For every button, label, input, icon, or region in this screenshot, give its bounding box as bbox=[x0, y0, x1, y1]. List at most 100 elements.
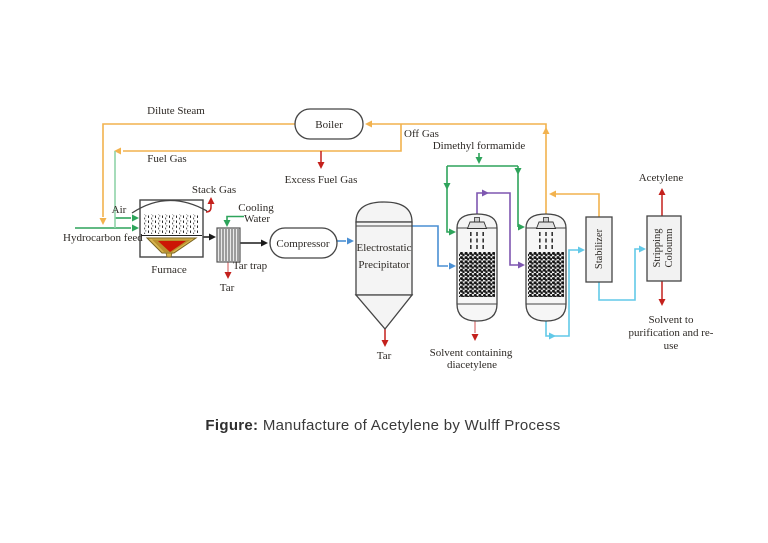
label-excess-fuel-gas: Excess Fuel Gas bbox=[285, 174, 358, 186]
label-solvent-reuse-line3: use bbox=[664, 340, 679, 352]
label-tar-trap-tar: Tar bbox=[220, 282, 235, 294]
stack-gas-line bbox=[205, 204, 212, 213]
arrow-stabilizer-overhead-left bbox=[549, 190, 556, 198]
boiler-vessel: Boiler bbox=[294, 108, 364, 140]
label-tar-trap: Tar trap bbox=[233, 260, 268, 272]
stabilizer-overhead-line bbox=[556, 193, 600, 217]
cyan-arrowheads bbox=[549, 245, 646, 340]
dmf-left-branch-line bbox=[446, 166, 449, 233]
absorber1-packed-bed bbox=[459, 252, 495, 297]
arrow-solvent-diacetylene bbox=[471, 334, 479, 341]
label-solvent-reuse-line2: purification and re- bbox=[629, 327, 714, 339]
arrow-excess-fuel-gas bbox=[317, 162, 325, 169]
purple-arrowheads bbox=[482, 189, 525, 269]
arrow-cyan-mid bbox=[549, 332, 556, 340]
stabilizer-bottoms-line bbox=[598, 248, 639, 301]
esp-label-line1: Electrostatic bbox=[357, 242, 412, 254]
stripping-column-label-line2: Coloumn bbox=[664, 228, 675, 268]
label-cooling-water-line2: Water bbox=[244, 213, 270, 225]
blue-stream-lines bbox=[337, 225, 448, 267]
absorber2-spray-nozzle bbox=[535, 217, 557, 249]
esp-body bbox=[355, 221, 413, 296]
stabilizer-vessel: Stabilizer bbox=[585, 216, 613, 283]
arrow-into-absorber1 bbox=[449, 262, 456, 270]
compressor-vessel: Compressor bbox=[269, 227, 338, 259]
furnace-vessel bbox=[131, 199, 208, 258]
arrow-into-compressor bbox=[261, 239, 268, 247]
arrow-dmf-into-absorber2 bbox=[518, 223, 525, 231]
esp-label-line2: Precipitator bbox=[358, 259, 410, 271]
esp-dome bbox=[355, 201, 413, 223]
absorber2-vessel bbox=[525, 213, 567, 322]
arrow-into-stripping-column bbox=[639, 245, 646, 253]
red-arrowheads bbox=[207, 162, 666, 347]
arrow-into-tartrap bbox=[209, 233, 216, 241]
fuel-gas-line bbox=[123, 124, 402, 152]
arrow-purple-into-absorber2 bbox=[518, 261, 525, 269]
red-stream-lines bbox=[205, 151, 663, 340]
label-stack-gas: Stack Gas bbox=[192, 184, 236, 196]
esp-cone bbox=[354, 294, 414, 331]
absorber2-packed-bed bbox=[528, 252, 564, 297]
figure-caption-text: Manufacture of Acetylene by Wulff Proces… bbox=[258, 417, 560, 434]
arrow-into-stabilizer bbox=[578, 246, 585, 254]
arrow-dilute-steam-down bbox=[99, 218, 107, 225]
green-stream-lines bbox=[75, 153, 519, 233]
furnace-dome-arc bbox=[131, 199, 208, 214]
arrow-dmf-down bbox=[475, 157, 483, 164]
arrow-into-esp bbox=[347, 237, 354, 245]
electrostatic-precipitator-vessel: Electrostatic Precipitator bbox=[354, 201, 414, 331]
cooling-water-line bbox=[226, 215, 244, 220]
stabilizer-label: Stabilizer bbox=[594, 228, 605, 269]
tar-trap-vessel bbox=[216, 227, 241, 263]
arrow-solvent-reuse-down bbox=[658, 299, 666, 306]
esp-to-absorber1-line bbox=[412, 225, 448, 267]
furnace-flame bbox=[158, 241, 186, 252]
label-dimethyl-formamide: Dimethyl formamide bbox=[433, 140, 526, 152]
label-furnace: Furnace bbox=[151, 264, 187, 276]
arrow-feed-into-furnace bbox=[132, 224, 139, 232]
arrow-fuel-gas-left bbox=[114, 147, 121, 155]
arrow-dmf-left-mid bbox=[443, 183, 451, 190]
label-solvent-diacetylene-line1: Solvent containing bbox=[430, 347, 513, 359]
arrow-air-into-furnace bbox=[132, 214, 139, 222]
arrow-acetylene-up bbox=[658, 188, 666, 195]
label-acetylene: Acetylene bbox=[639, 172, 684, 184]
label-air: Air bbox=[112, 204, 127, 216]
arrow-dmf-into-absorber1 bbox=[449, 228, 456, 236]
absorber2-bottoms-line bbox=[545, 249, 578, 337]
label-esp-tar: Tar bbox=[377, 350, 392, 362]
black-arrowheads bbox=[209, 233, 268, 247]
arrow-cooling-water-down bbox=[223, 220, 231, 227]
label-hydrocarbon-feed: Hydrocarbon feed bbox=[63, 232, 143, 244]
yellow-arrowheads bbox=[99, 120, 556, 225]
off-gas-line bbox=[368, 123, 547, 214]
compressor-label: Compressor bbox=[276, 238, 330, 250]
arrow-dmf-right-mid bbox=[514, 168, 522, 175]
stripping-column-label-line1: Stripping bbox=[652, 228, 663, 268]
furnace-speckle-bed bbox=[143, 214, 200, 234]
label-cooling-water-line1: Cooling bbox=[238, 202, 274, 214]
figure-caption-prefix: Figure: bbox=[205, 417, 258, 434]
arrow-stack-gas-up bbox=[207, 197, 215, 204]
label-dilute-steam: Dilute Steam bbox=[147, 105, 205, 117]
label-solvent-diacetylene-line2: diacetylene bbox=[447, 359, 497, 371]
figure-caption: Figure: Manufacture of Acetylene by Wulf… bbox=[205, 417, 560, 434]
dilute-steam-line bbox=[102, 123, 296, 217]
absorber1-vessel bbox=[456, 213, 498, 322]
stripping-column-vessel: Stripping Coloumn bbox=[646, 215, 682, 282]
blue-arrowheads bbox=[347, 237, 456, 270]
absorber1-overhead-line bbox=[476, 192, 518, 266]
arrow-off-gas-up bbox=[542, 127, 550, 134]
cyan-stream-lines bbox=[545, 248, 639, 337]
arrow-purple-mid bbox=[482, 189, 489, 197]
arrow-tartrap-tar bbox=[224, 272, 232, 279]
boiler-label: Boiler bbox=[315, 119, 343, 131]
yellow-stream-lines bbox=[102, 123, 600, 217]
label-solvent-reuse-line1: Solvent to bbox=[649, 314, 694, 326]
green-arrowheads bbox=[132, 157, 525, 236]
furnace-funnel-stem bbox=[165, 252, 173, 258]
tar-trap-stripes bbox=[219, 229, 239, 261]
arrow-esp-tar bbox=[381, 340, 389, 347]
